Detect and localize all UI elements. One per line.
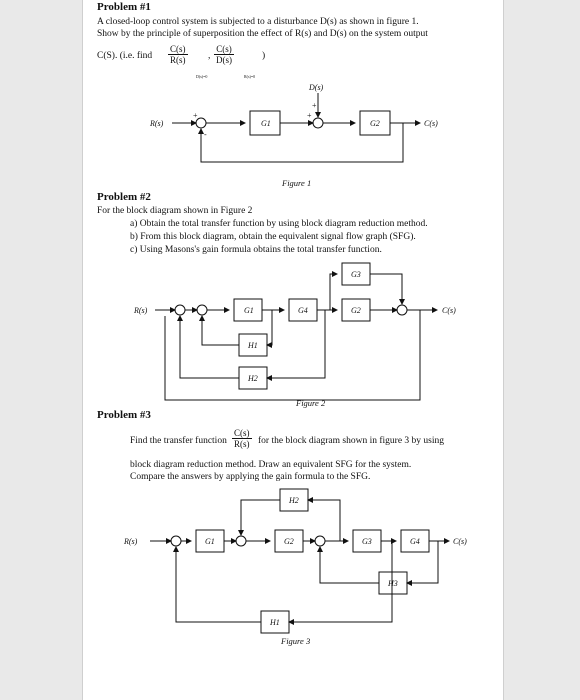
problem-3-line-3: Compare the answers by applying the gain… xyxy=(130,472,371,482)
fraction-denominator: R(s) xyxy=(234,439,250,449)
output-label: C(s) xyxy=(424,119,438,128)
block-g3-label: G3 xyxy=(351,270,361,279)
problem-2-item-c: c) Using Masons's gain formula obtains t… xyxy=(130,245,382,255)
problem-1-find-prefix: C(S). (i.e. find xyxy=(97,51,153,61)
block-h1-label: H1 xyxy=(248,341,258,350)
disturbance-label: D(s) xyxy=(309,83,324,92)
block-g3-label: G3 xyxy=(362,537,372,546)
block-h3-label: H3 xyxy=(388,579,398,588)
block-g2-label: G2 xyxy=(284,537,294,546)
problem-2-heading: Problem #2 xyxy=(97,191,151,203)
sign-plus: + xyxy=(312,101,317,110)
fraction-c-over-r: C(s) R(s) xyxy=(232,428,252,449)
problem-3-heading: Problem #3 xyxy=(97,409,151,421)
output-label: C(s) xyxy=(442,306,456,315)
fraction-separator: , xyxy=(208,51,211,61)
block-g1-label: G1 xyxy=(205,537,215,546)
block-g4-label: G4 xyxy=(298,306,308,315)
problem-3-find-text: Find the transfer function xyxy=(130,436,227,446)
figure-1-caption: Figure 1 xyxy=(282,178,312,188)
input-label: R(s) xyxy=(124,537,138,546)
fraction-numerator: C(s) xyxy=(232,428,252,439)
closing-paren: ) xyxy=(262,51,266,61)
block-g2-label: G2 xyxy=(370,119,380,128)
block-h1-label: H1 xyxy=(270,618,280,627)
fraction-subscript: R(s)=0 xyxy=(244,74,256,79)
block-h2-label: H2 xyxy=(248,374,258,383)
problem-2-item-b: b) From this block diagram, obtain the e… xyxy=(130,232,416,242)
input-label: R(s) xyxy=(134,306,148,315)
block-g4-label: G4 xyxy=(410,537,420,546)
summing-junction xyxy=(170,535,182,547)
problem-2-intro: For the block diagram shown in Figure 2 xyxy=(97,206,253,216)
problem-2-item-a: a) Obtain the total transfer function by… xyxy=(130,219,428,229)
sign-minus: - xyxy=(204,130,207,139)
fraction-numerator: C(s) xyxy=(168,44,188,55)
output-label: C(s) xyxy=(453,537,467,546)
feedback-path xyxy=(198,123,404,163)
fraction-numerator: C(s) xyxy=(214,44,234,55)
block-g1-label: G1 xyxy=(244,306,254,315)
input-label: R(s) xyxy=(150,119,164,128)
problem-3-after-fraction: for the block diagram shown in figure 3 … xyxy=(258,436,445,446)
figure-3-caption: Figure 3 xyxy=(281,636,311,646)
problem-1-heading: Problem #1 xyxy=(97,1,151,13)
fraction-denominator: D(s) xyxy=(216,55,232,65)
summing-junction xyxy=(314,535,326,547)
sign-plus: + xyxy=(193,111,198,120)
problem-3-line-2: block diagram reduction method. Draw an … xyxy=(130,460,412,470)
problem-1-line-2: Show by the principle of superposition t… xyxy=(97,29,428,39)
fraction-denominator: R(s) xyxy=(170,55,186,65)
fraction-c-over-d: C(s) D(s) xyxy=(214,44,234,65)
sign-plus: + xyxy=(307,111,312,120)
block-g1-label: G1 xyxy=(261,119,271,128)
fraction-subscript: D(s)=0 xyxy=(196,74,208,79)
summing-junction xyxy=(235,535,247,547)
fraction-c-over-r: C(s) R(s) xyxy=(168,44,188,65)
block-h2-label: H2 xyxy=(289,496,299,505)
block-g2-label: G2 xyxy=(351,306,361,315)
figure-2-caption: Figure 2 xyxy=(296,398,326,408)
problem-1-line-1: A closed-loop control system is subjecte… xyxy=(97,17,419,27)
